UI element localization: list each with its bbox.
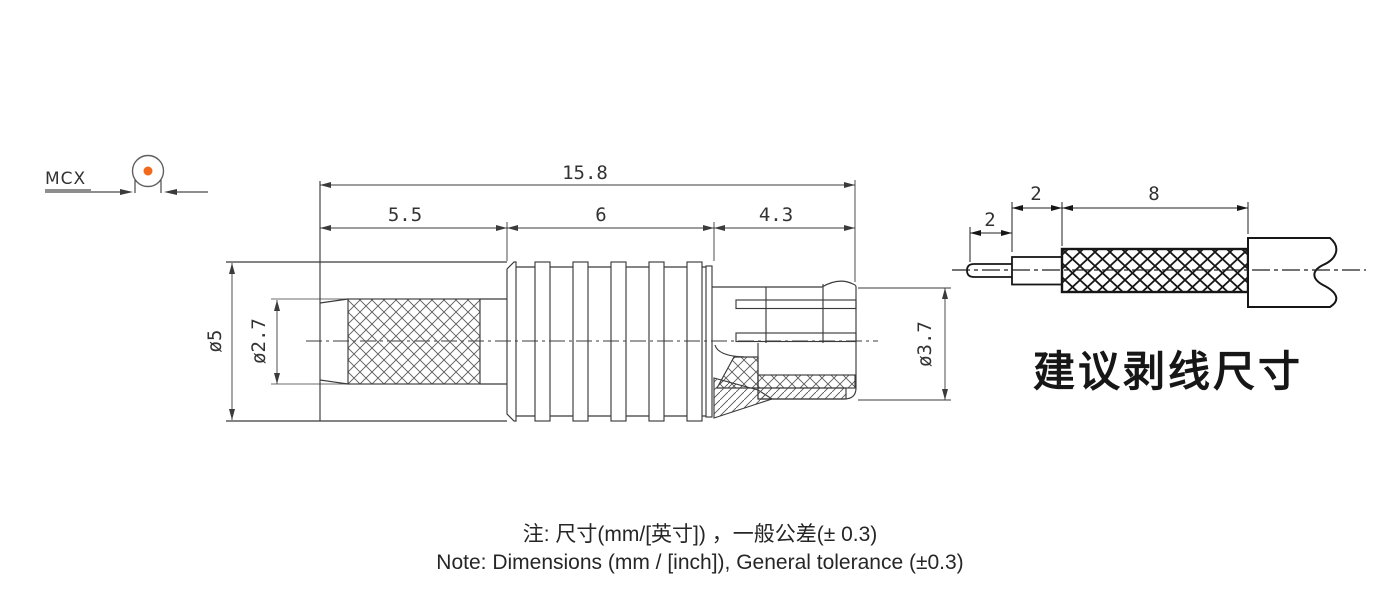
dim-mid-length: 6	[595, 204, 606, 226]
braid-clamp-band	[757, 374, 856, 389]
dim-outer-diameter: ø5	[204, 330, 226, 353]
lower-contact-strip	[735, 332, 857, 343]
notes-block: 注: 尺寸(mm/[英寸]) ，一般公差(± 0.3) Note: Dimens…	[0, 518, 1400, 575]
connector-type-label: MCX	[45, 169, 86, 189]
knurled-barrel	[347, 298, 481, 385]
center-contact-dot	[143, 166, 153, 176]
connector-face-circle	[131, 154, 165, 188]
mcx-symbol: MCX	[45, 154, 208, 195]
main-dimensions	[229, 180, 951, 420]
note-line-english: Note: Dimensions (mm / [inch]), General …	[436, 551, 964, 574]
dim-total-length: 15.8	[562, 162, 608, 184]
main-connector-drawing	[226, 181, 878, 422]
strip-view-title: 建议剥线尺寸	[1033, 347, 1303, 396]
dim-rear-length: 4.3	[759, 204, 793, 226]
cable-dielectric	[1011, 256, 1063, 286]
leader-arrow-right	[164, 189, 177, 195]
dim-rear-diameter: ø3.7	[914, 321, 936, 367]
dim-inner-diameter: ø2.7	[248, 318, 270, 364]
dim-dielectric-length: 2	[1030, 183, 1041, 205]
upper-contact-strip	[735, 299, 857, 310]
cable-jacket	[1247, 237, 1338, 308]
note-line-chinese: 注: 尺寸(mm/[英寸]) ，一般公差(± 0.3)	[522, 523, 878, 546]
rear-ring	[705, 265, 713, 418]
crimp-hatch-bottom	[757, 387, 847, 400]
dim-front-length: 5.5	[388, 204, 422, 226]
strip-view-drawing	[952, 202, 1366, 308]
leader-arrow-left	[120, 189, 133, 195]
dim-pin-length: 2	[984, 209, 995, 231]
dim-braid-length: 8	[1148, 183, 1159, 205]
